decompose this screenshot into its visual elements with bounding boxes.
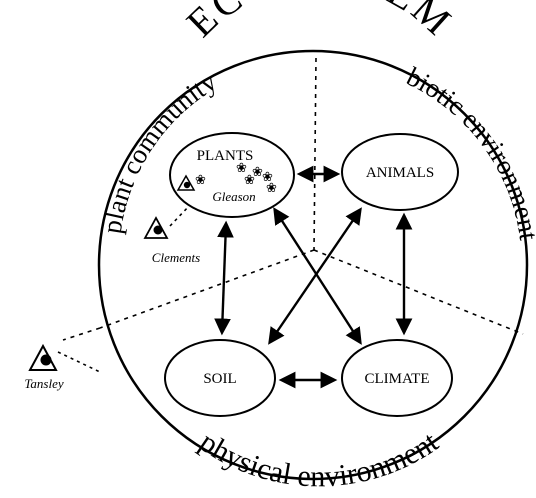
divider-left [99,249,315,329]
arrow-plants-soil [214,220,234,336]
clements-sightline [169,204,191,227]
node-soil: SOIL [164,339,276,417]
observer-tansley-group: Tansley [24,343,101,391]
ecosystem-circle [97,49,529,481]
svg-text:❀: ❀ [252,165,263,180]
ecosystem-title: ECOSYSTEM [178,0,462,46]
node-animals: ANIMALS [341,133,459,211]
divider-tansley [62,327,101,341]
observer-gleason: Gleason [212,189,255,204]
node-climate: CLIMATE [341,339,453,417]
tansley-sightline [57,351,101,373]
svg-text:❀: ❀ [195,173,206,188]
eye-icon [176,174,196,191]
arrow-animals-soil [268,207,362,345]
observer-clements: Clements [152,250,200,265]
animals-label: ANIMALS [366,165,434,181]
divider-top [313,57,317,251]
eye-icon [28,343,58,371]
climate-label: CLIMATE [365,371,430,387]
svg-text:❀: ❀ [244,173,255,188]
soil-label: SOIL [203,371,236,387]
eye-icon [143,216,169,239]
observer-clements-group: Clements [143,204,200,265]
interaction-arrows [214,165,413,389]
observer-tansley: Tansley [24,376,63,391]
plants-label: PLANTS [197,148,254,164]
sector-physical-environment: physical environment [194,425,445,493]
svg-text:❀: ❀ [262,170,273,185]
node-plants: PLANTS ❀ ❀ ❀ ❀ ❀ ❀ Gleason [169,132,295,218]
sector-biotic-environment: biotic environment [402,61,536,242]
svg-text:❀: ❀ [266,181,277,196]
svg-text:❀: ❀ [236,161,247,176]
flower-icon: ❀ ❀ ❀ ❀ ❀ ❀ [195,161,277,196]
